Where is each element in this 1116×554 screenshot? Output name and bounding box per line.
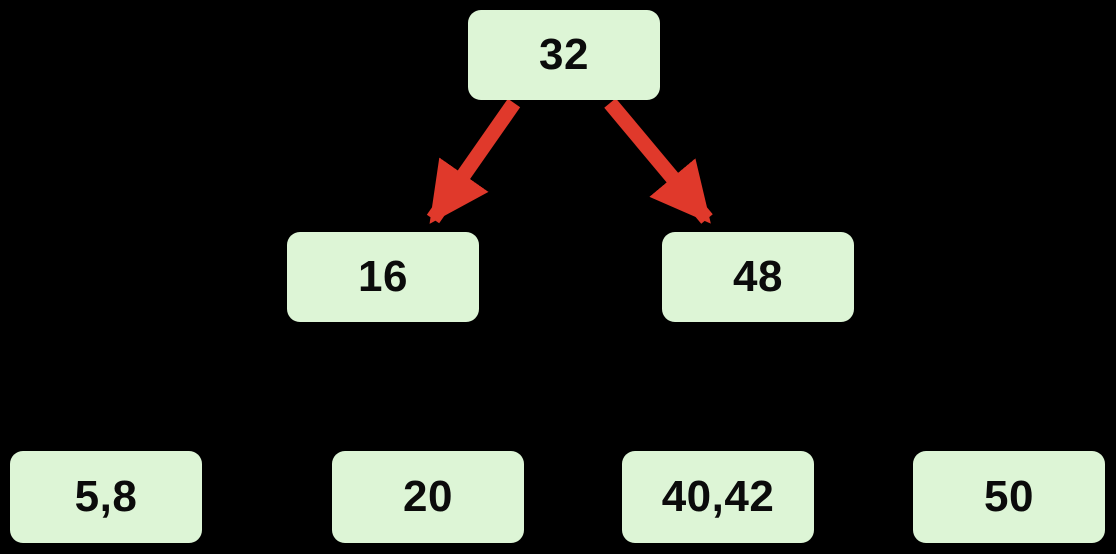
arrow-root-to-48 <box>604 98 713 224</box>
tree-node-label: 16 <box>358 252 408 301</box>
tree-node-leaf-3: 40,42 <box>622 451 814 543</box>
tree-node-label: 40,42 <box>661 472 775 521</box>
tree-node-left-child: 16 <box>287 232 479 322</box>
tree-node-label: 5,8 <box>74 472 138 521</box>
tree-node-label: 32 <box>539 30 589 79</box>
tree-node-root: 32 <box>468 10 660 100</box>
tree-node-label: 50 <box>984 472 1034 521</box>
tree-node-label: 20 <box>403 472 453 521</box>
tree-node-label: 48 <box>733 252 783 301</box>
tree-node-leaf-4: 50 <box>913 451 1105 543</box>
arrow-root-to-16 <box>426 98 521 224</box>
tree-node-leaf-1: 5,8 <box>10 451 202 543</box>
tree-node-leaf-2: 20 <box>332 451 524 543</box>
tree-node-right-child: 48 <box>662 232 854 322</box>
